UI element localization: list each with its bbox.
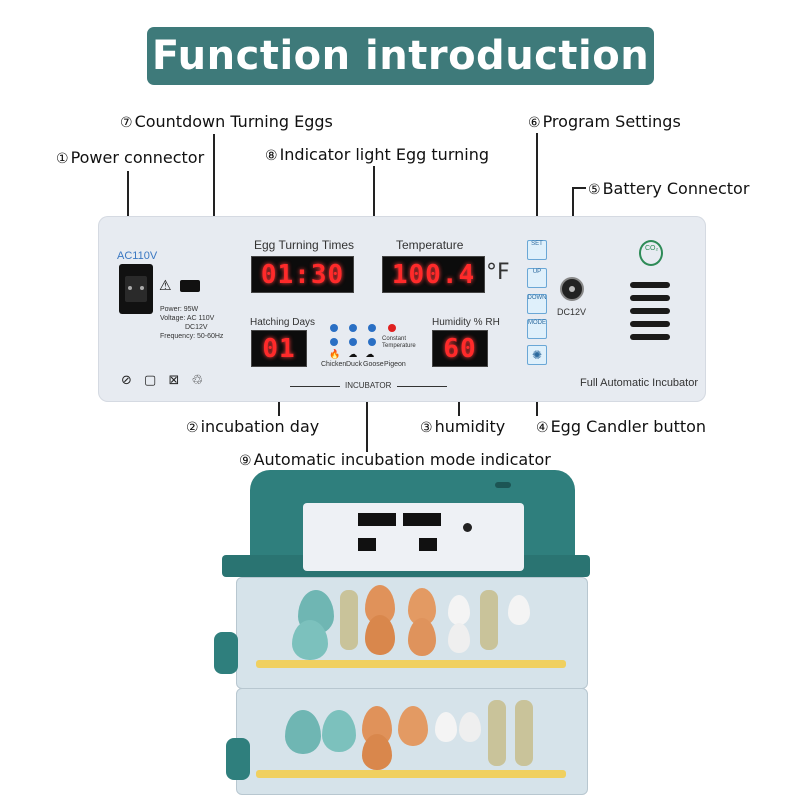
indicator-light	[368, 338, 376, 346]
set-button[interactable]: SET	[527, 240, 547, 260]
egg	[408, 618, 436, 656]
quail-egg-column	[488, 700, 506, 766]
hatching-display: 01	[251, 330, 307, 367]
dc-spec: DC12V	[185, 324, 208, 331]
egg	[508, 595, 530, 625]
divider	[397, 386, 447, 387]
dc-connector[interactable]	[560, 277, 584, 301]
mode-label-goose: Goose	[363, 361, 384, 368]
vent-slot	[630, 295, 670, 301]
divider	[290, 386, 340, 387]
humidity-title: Humidity % RH	[432, 317, 500, 328]
water-knob	[214, 632, 238, 674]
quail-egg-column	[515, 700, 533, 766]
indicator-light	[368, 324, 376, 332]
indicator-light	[349, 338, 357, 346]
egg	[459, 712, 481, 742]
mode-icons: 🔥☁☁	[329, 350, 383, 360]
certification-icons: ⊘ ▢ ⊠ ♲	[121, 373, 208, 388]
temperature-title: Temperature	[396, 238, 464, 252]
mode-label-chicken: Chicken	[321, 361, 347, 368]
brand-label: Full Automatic Incubator	[580, 377, 699, 389]
power-spec: Power: 95W	[160, 306, 199, 313]
water-knob	[226, 738, 250, 780]
egg-turning-display: 01:30	[251, 256, 354, 293]
vent-slot	[630, 308, 670, 314]
connector-line-1	[127, 171, 129, 227]
humidity-display: 60	[432, 330, 488, 367]
egg	[365, 615, 395, 655]
mini-control-panel	[303, 503, 524, 571]
quail-egg-column	[480, 590, 498, 650]
mode-label-duck: Duck	[346, 361, 362, 368]
turning-rail	[256, 770, 566, 778]
connector-line-7	[213, 134, 215, 272]
mode-label-pigeon: Pigeon	[384, 361, 406, 368]
connector-line-5h	[572, 187, 586, 189]
co2-label: CO₂	[645, 245, 659, 252]
egg	[398, 706, 428, 746]
control-panel	[98, 216, 706, 402]
mode-button[interactable]: MODE	[527, 319, 547, 339]
up-button[interactable]: UP	[527, 268, 547, 288]
page-title: Function introduction	[147, 27, 654, 85]
egg	[292, 620, 328, 660]
constant-temp-label: Constant Temperature	[382, 336, 416, 349]
vent-slot	[630, 282, 670, 288]
indicator-light	[330, 338, 338, 346]
incubator-label: INCUBATOR	[345, 381, 392, 390]
egg	[448, 623, 470, 653]
egg-candler-button[interactable]: ✺	[527, 345, 547, 365]
hatching-title: Hatching Days	[250, 317, 316, 328]
egg	[285, 710, 321, 754]
power-socket[interactable]	[119, 264, 153, 314]
indicator-light-egg-turning	[388, 324, 396, 332]
freq-spec: Frequency: 50-60Hz	[160, 333, 224, 340]
co2-tree-icon	[639, 240, 663, 266]
temperature-display: 100.4	[382, 256, 485, 293]
turning-rail	[256, 660, 566, 668]
vent-slot	[630, 321, 670, 327]
indicator-light	[349, 324, 357, 332]
warning-icon: ⚠	[159, 278, 172, 294]
battery-icon	[180, 280, 200, 292]
indicator-light	[330, 324, 338, 332]
egg	[448, 595, 470, 625]
ac-label: AC110V	[117, 250, 158, 262]
egg	[435, 712, 457, 742]
vent-slot	[630, 334, 670, 340]
quail-egg-column	[340, 590, 358, 650]
connector-line-9	[366, 370, 368, 452]
egg	[322, 710, 356, 752]
connector-line-6	[536, 133, 538, 241]
dc12v-label: DC12V	[557, 307, 587, 317]
egg	[362, 734, 392, 770]
down-button[interactable]: DOWN	[527, 294, 547, 314]
voltage-spec: Voltage: AC 110V	[160, 315, 215, 322]
egg-turning-title: Egg Turning Times	[254, 238, 355, 252]
temperature-unit: °F	[486, 260, 510, 285]
